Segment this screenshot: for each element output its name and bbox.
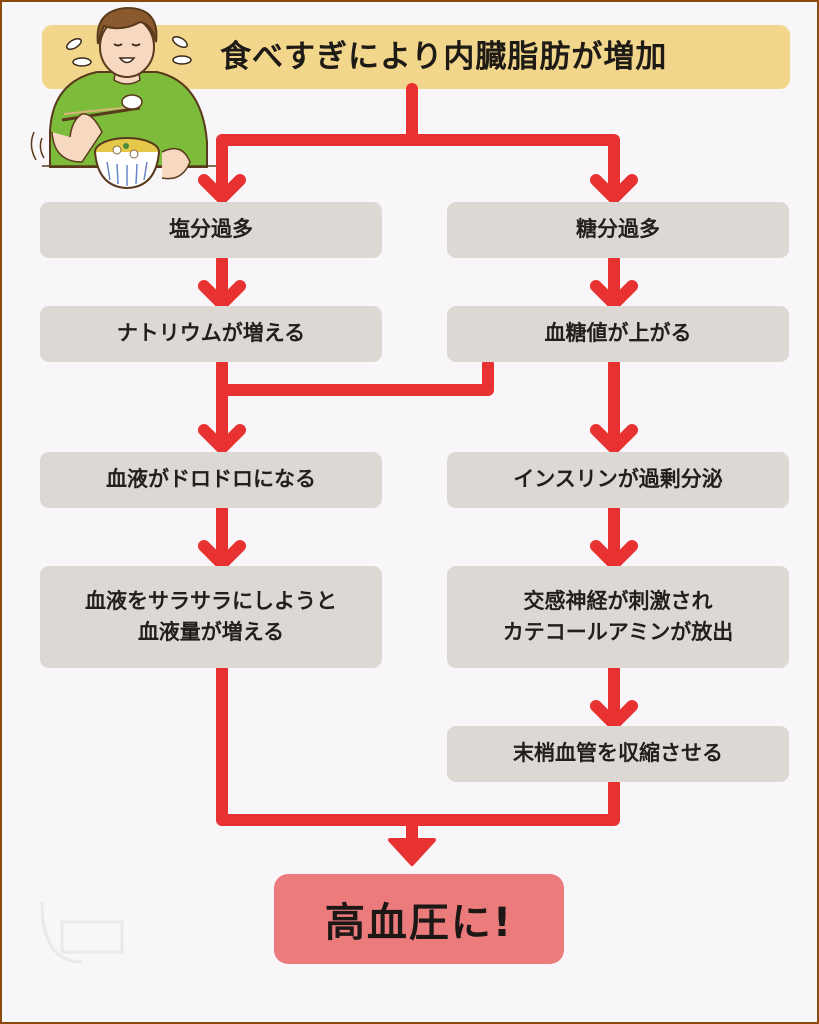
box-blood-sugar-rise: 血糖値が上がる [447,306,789,362]
box-sodium-increase: ナトリウムが増える [40,306,382,362]
connector-sugar-merge [216,358,494,396]
title-text: 食べすぎにより内臓脂肪が増加 [220,39,668,75]
connector-vessel-down [406,778,620,826]
connector-volume-down [216,662,418,826]
arrowhead-nerve [590,540,638,570]
box-excess-salt: 塩分過多 [40,202,382,258]
man-eating-illustration [30,6,222,190]
box-excess-sugar: 糖分過多 [447,202,789,258]
arrowhead-sodium [198,280,246,310]
arrowhead-glucose [590,280,638,310]
arrowhead-blood-thick [198,424,246,454]
arrowhead-insulin [590,424,638,454]
arrowhead-salt [198,174,246,204]
arrowhead-sugar [590,174,638,204]
connector-title-split [216,83,620,200]
result-hypertension: 高血圧に! [274,874,564,964]
faded-background-illustration [40,901,124,964]
box-vasoconstriction: 末梢血管を収縮させる [447,726,789,782]
box-thick-blood: 血液がドロドロになる [40,452,382,508]
box-insulin-excess: インスリンが過剰分泌 [447,452,789,508]
box-blood-volume-increase: 血液をサラサラにしようと 血液量が増える [40,566,382,668]
arrowhead-vessel [590,700,638,730]
arrowhead-blood-volume [198,540,246,570]
box-sympathetic-catecholamine: 交感神経が刺激され カテコールアミンが放出 [447,566,789,668]
arrowhead-result [388,838,436,866]
